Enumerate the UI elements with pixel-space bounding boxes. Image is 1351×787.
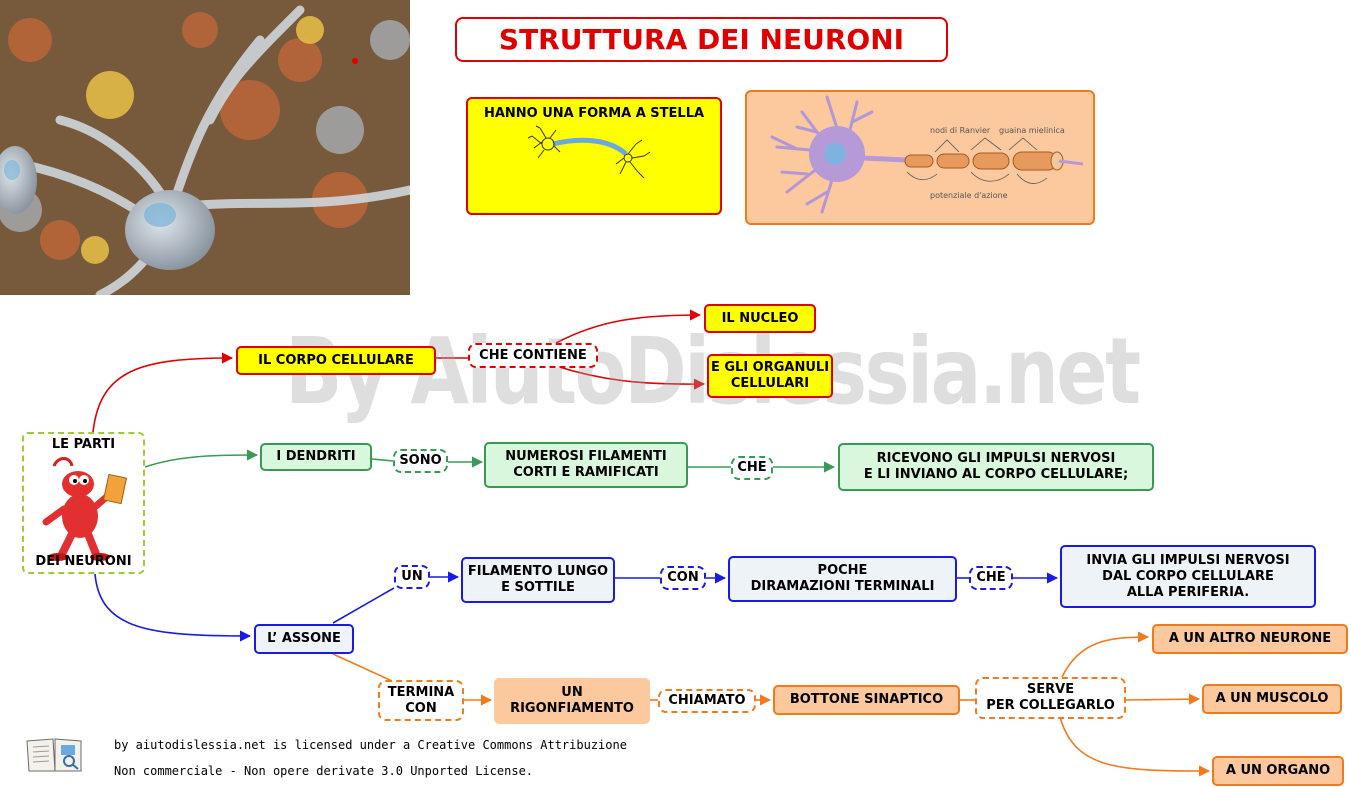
book-icon (26, 738, 82, 772)
root-node-neuron-parts: LE PARTI DEI NEURONI (22, 432, 145, 574)
connector-are: SONO (393, 449, 448, 473)
root-title-bottom: DEI NEURONI (35, 554, 132, 569)
star-shape-label: HANNO UNA FORMA A STELLA (483, 106, 705, 121)
node-axon-function: INVIA GLI IMPULSI NERVOSI DAL CORPO CELL… (1060, 545, 1316, 608)
node-cell-body: IL CORPO CELLULARE (236, 346, 436, 375)
connector-which-blue: CHE (969, 566, 1013, 590)
license-line-2: Non commerciale - Non opere derivate 3.0… (114, 764, 534, 778)
page-title: STRUTTURA DEI NEURONI (455, 17, 948, 62)
node-nucleus: IL NUCLEO (704, 304, 816, 333)
root-title-top: LE PARTI (51, 437, 116, 452)
connector-serves-to-connect: SERVE PER COLLEGARLO (975, 677, 1126, 719)
label-action-potential: potenziale d'azione (930, 191, 1008, 200)
node-organelles: E GLI ORGANULI CELLULARI (707, 354, 833, 398)
node-dendrites-description: NUMEROSI FILAMENTI CORTI E RAMIFICATI (484, 442, 688, 488)
node-axon: L’ ASSONE (254, 624, 354, 654)
node-target-muscle: A UN MUSCOLO (1202, 684, 1342, 714)
neuron-structure-card: nodi di Ranvier guaina mielinica potenzi… (745, 90, 1095, 225)
node-swelling: UN RIGONFIAMENTO (494, 678, 650, 724)
node-dendrites: I DENDRITI (260, 443, 372, 471)
connector-called: CHIAMATO (658, 689, 756, 713)
connector-contains: CHE CONTIENE (468, 343, 598, 368)
connector-which-green: CHE (731, 456, 773, 480)
neuron-sketch-icon (528, 125, 651, 179)
license-line-1: by aiutodislessia.net is licensed under … (114, 738, 627, 752)
connector-with: CON (660, 566, 706, 590)
label-ranvier-nodes: nodi di Ranvier (930, 126, 991, 135)
node-terminal-branches: POCHE DIRAMAZIONI TERMINALI (728, 556, 957, 602)
node-synaptic-button: BOTTONE SINAPTICO (773, 685, 960, 715)
label-myelin-sheath: guaina mielinica (999, 126, 1065, 135)
mascot-icon (42, 457, 128, 561)
star-shape-card: HANNO UNA FORMA A STELLA (466, 97, 722, 215)
connector-a: UN (394, 565, 430, 589)
node-target-neuron: A UN ALTRO NEURONE (1152, 624, 1348, 654)
node-dendrites-function: RICEVONO GLI IMPULSI NERVOSI E LI INVIAN… (838, 443, 1154, 491)
neuron-illustration (770, 95, 1084, 214)
node-axon-description: FILAMENTO LUNGO E SOTTILE (461, 557, 615, 603)
node-target-organ: A UN ORGANO (1212, 756, 1344, 786)
connector-ends-with: TERMINA CON (378, 680, 464, 721)
neuron-micrograph (0, 0, 410, 295)
